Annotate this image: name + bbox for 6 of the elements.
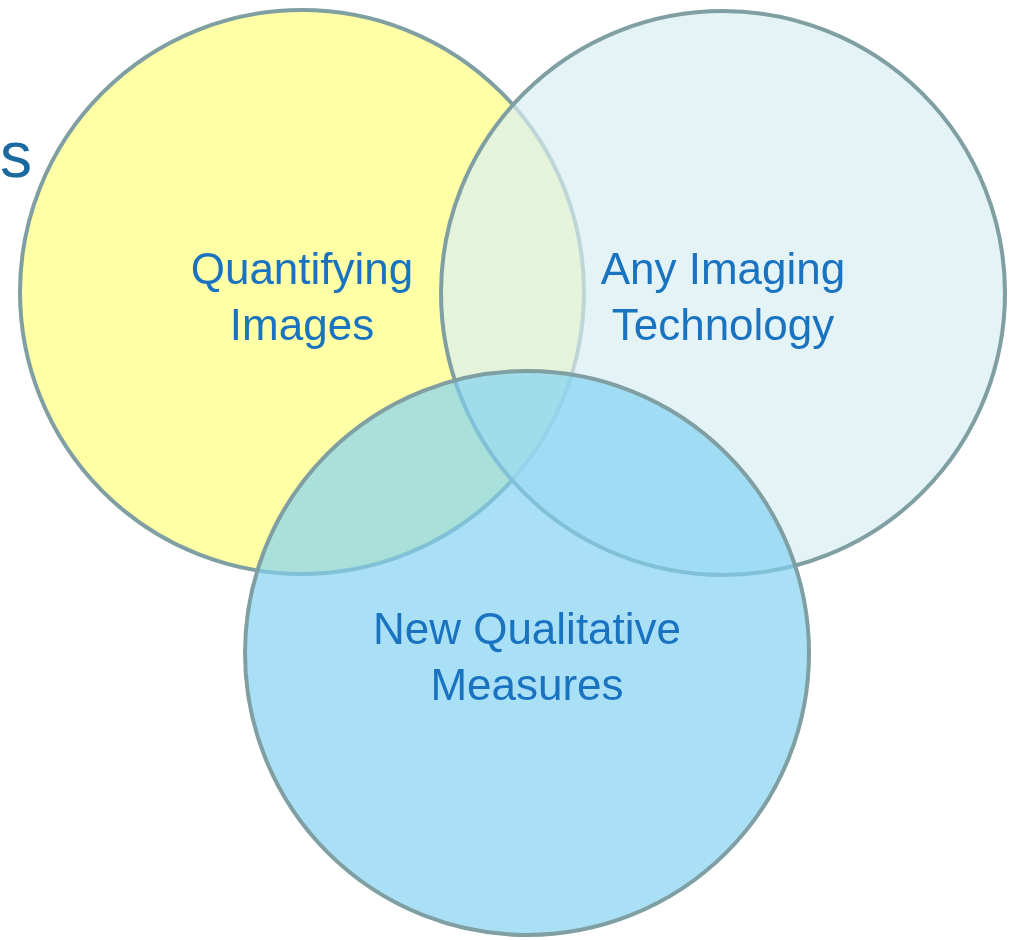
circle-label: Quantifying Images bbox=[189, 243, 415, 351]
heading-fragment: s bbox=[0, 118, 32, 192]
venn-circle bbox=[439, 9, 1007, 577]
venn-circle bbox=[243, 369, 811, 937]
circle-label: Any Imaging Technology bbox=[599, 243, 847, 351]
circle-label: New Qualitative Measures bbox=[371, 603, 683, 711]
